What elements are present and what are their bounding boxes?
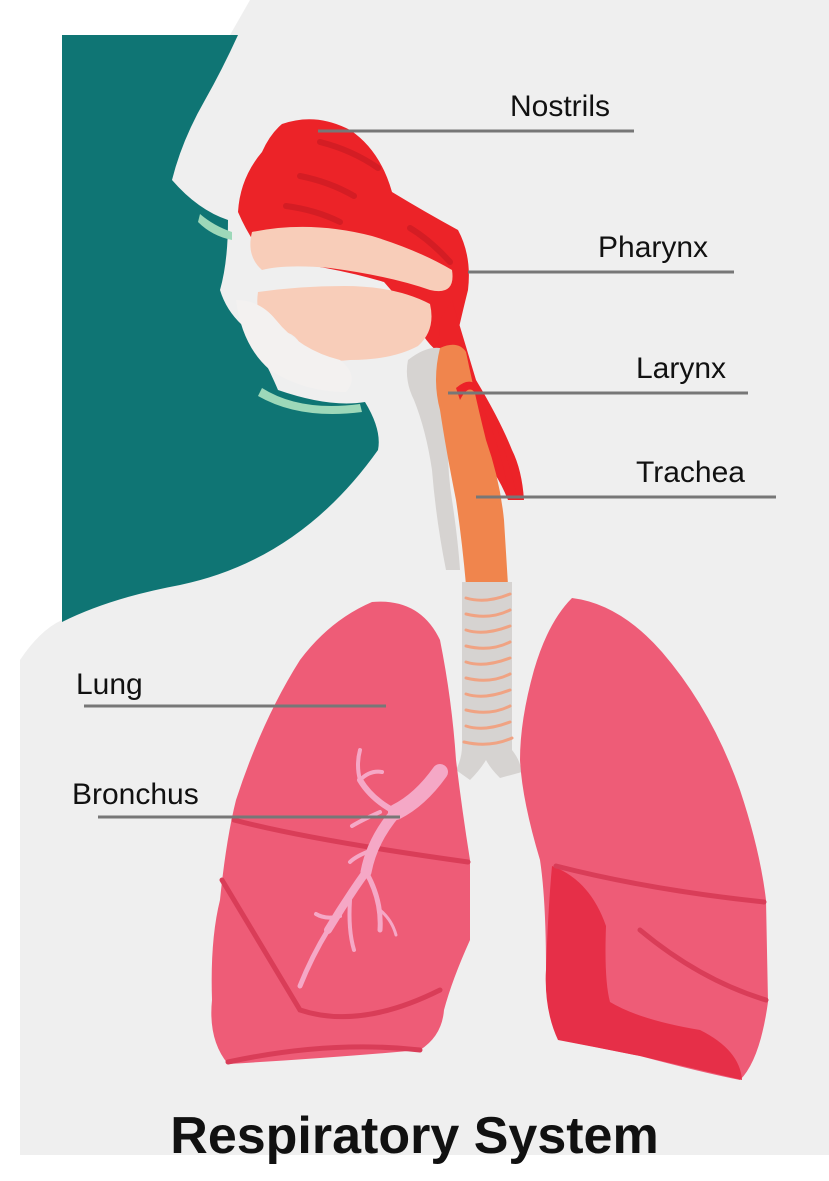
- diagram-title: Respiratory System: [0, 1110, 829, 1162]
- nostrils-label: Nostrils: [510, 92, 610, 122]
- trachea-label: Trachea: [636, 458, 745, 488]
- larynx-label: Larynx: [636, 354, 726, 384]
- lung-label: Lung: [76, 670, 143, 700]
- pharynx-label: Pharynx: [598, 233, 708, 263]
- bronchus-label: Bronchus: [72, 780, 199, 810]
